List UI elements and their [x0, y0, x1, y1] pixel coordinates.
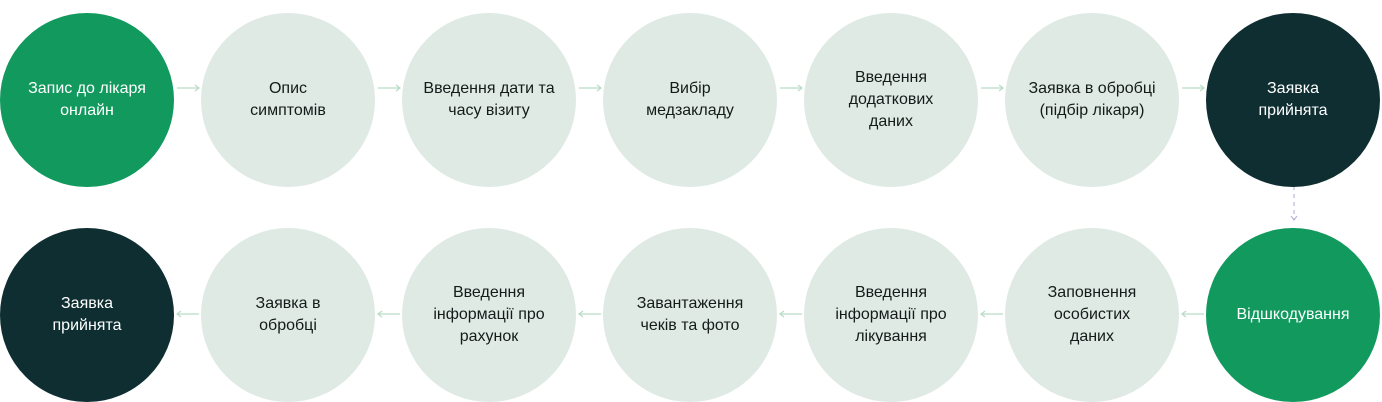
arrow-down-dashed [1290, 178, 1298, 221]
step-label: Введення інформації про лікування [835, 284, 947, 345]
step-label: Заявка прийнята [52, 295, 122, 334]
step-personal-data: Заповнення особистих даних [1005, 228, 1179, 402]
arrow-right [579, 84, 602, 92]
step-request-processing-doctor: Заявка в обробці (підбір лікаря) [1005, 13, 1179, 187]
step-additional-data: Введення додаткових даних [804, 13, 978, 187]
step-request-accepted: Заявка прийнята [1206, 13, 1380, 187]
step-label: Заповнення особистих даних [1047, 284, 1137, 345]
step-label: Запис до лікаря онлайн [28, 80, 146, 119]
arrow-right [378, 84, 401, 92]
arrow-right [981, 84, 1004, 92]
step-reimbursement: Відшкодування [1206, 228, 1380, 402]
step-online-appointment: Запис до лікаря онлайн [0, 13, 174, 187]
arrow-right [780, 84, 803, 92]
step-label: Опис симптомів [250, 80, 326, 119]
step-label: Введення інформації про рахунок [433, 284, 545, 345]
arrow-left [176, 310, 199, 318]
step-visit-date-time: Введення дати та часу візиту [402, 13, 576, 187]
step-request-accepted-final: Заявка прийнята [0, 228, 174, 402]
step-label: Завантаження чеків та фото [636, 295, 744, 334]
step-label: Вибір медзакладу [646, 80, 734, 119]
arrow-right [177, 84, 200, 92]
step-clinic-selection: Вибір медзакладу [603, 13, 777, 187]
step-label: Заявка в обробці [255, 295, 321, 334]
step-request-processing: Заявка в обробці [201, 228, 375, 402]
arrow-left [377, 310, 400, 318]
arrow-left [1181, 310, 1204, 318]
arrow-left [980, 310, 1003, 318]
step-label: Відшкодування [1236, 306, 1350, 323]
arrow-left [578, 310, 601, 318]
step-label: Введення дати та часу візиту [423, 80, 555, 119]
step-symptoms-description: Опис симптомів [201, 13, 375, 187]
step-label: Заявка в обробці (підбір лікаря) [1028, 80, 1156, 119]
step-label: Введення додаткових даних [848, 69, 934, 130]
step-treatment-information: Введення інформації про лікування [804, 228, 978, 402]
step-label: Заявка прийнята [1258, 80, 1328, 119]
arrow-left [779, 310, 802, 318]
arrow-right [1182, 84, 1205, 92]
step-invoice-information: Введення інформації про рахунок [402, 228, 576, 402]
step-upload-receipts-photos: Завантаження чеків та фото [603, 228, 777, 402]
